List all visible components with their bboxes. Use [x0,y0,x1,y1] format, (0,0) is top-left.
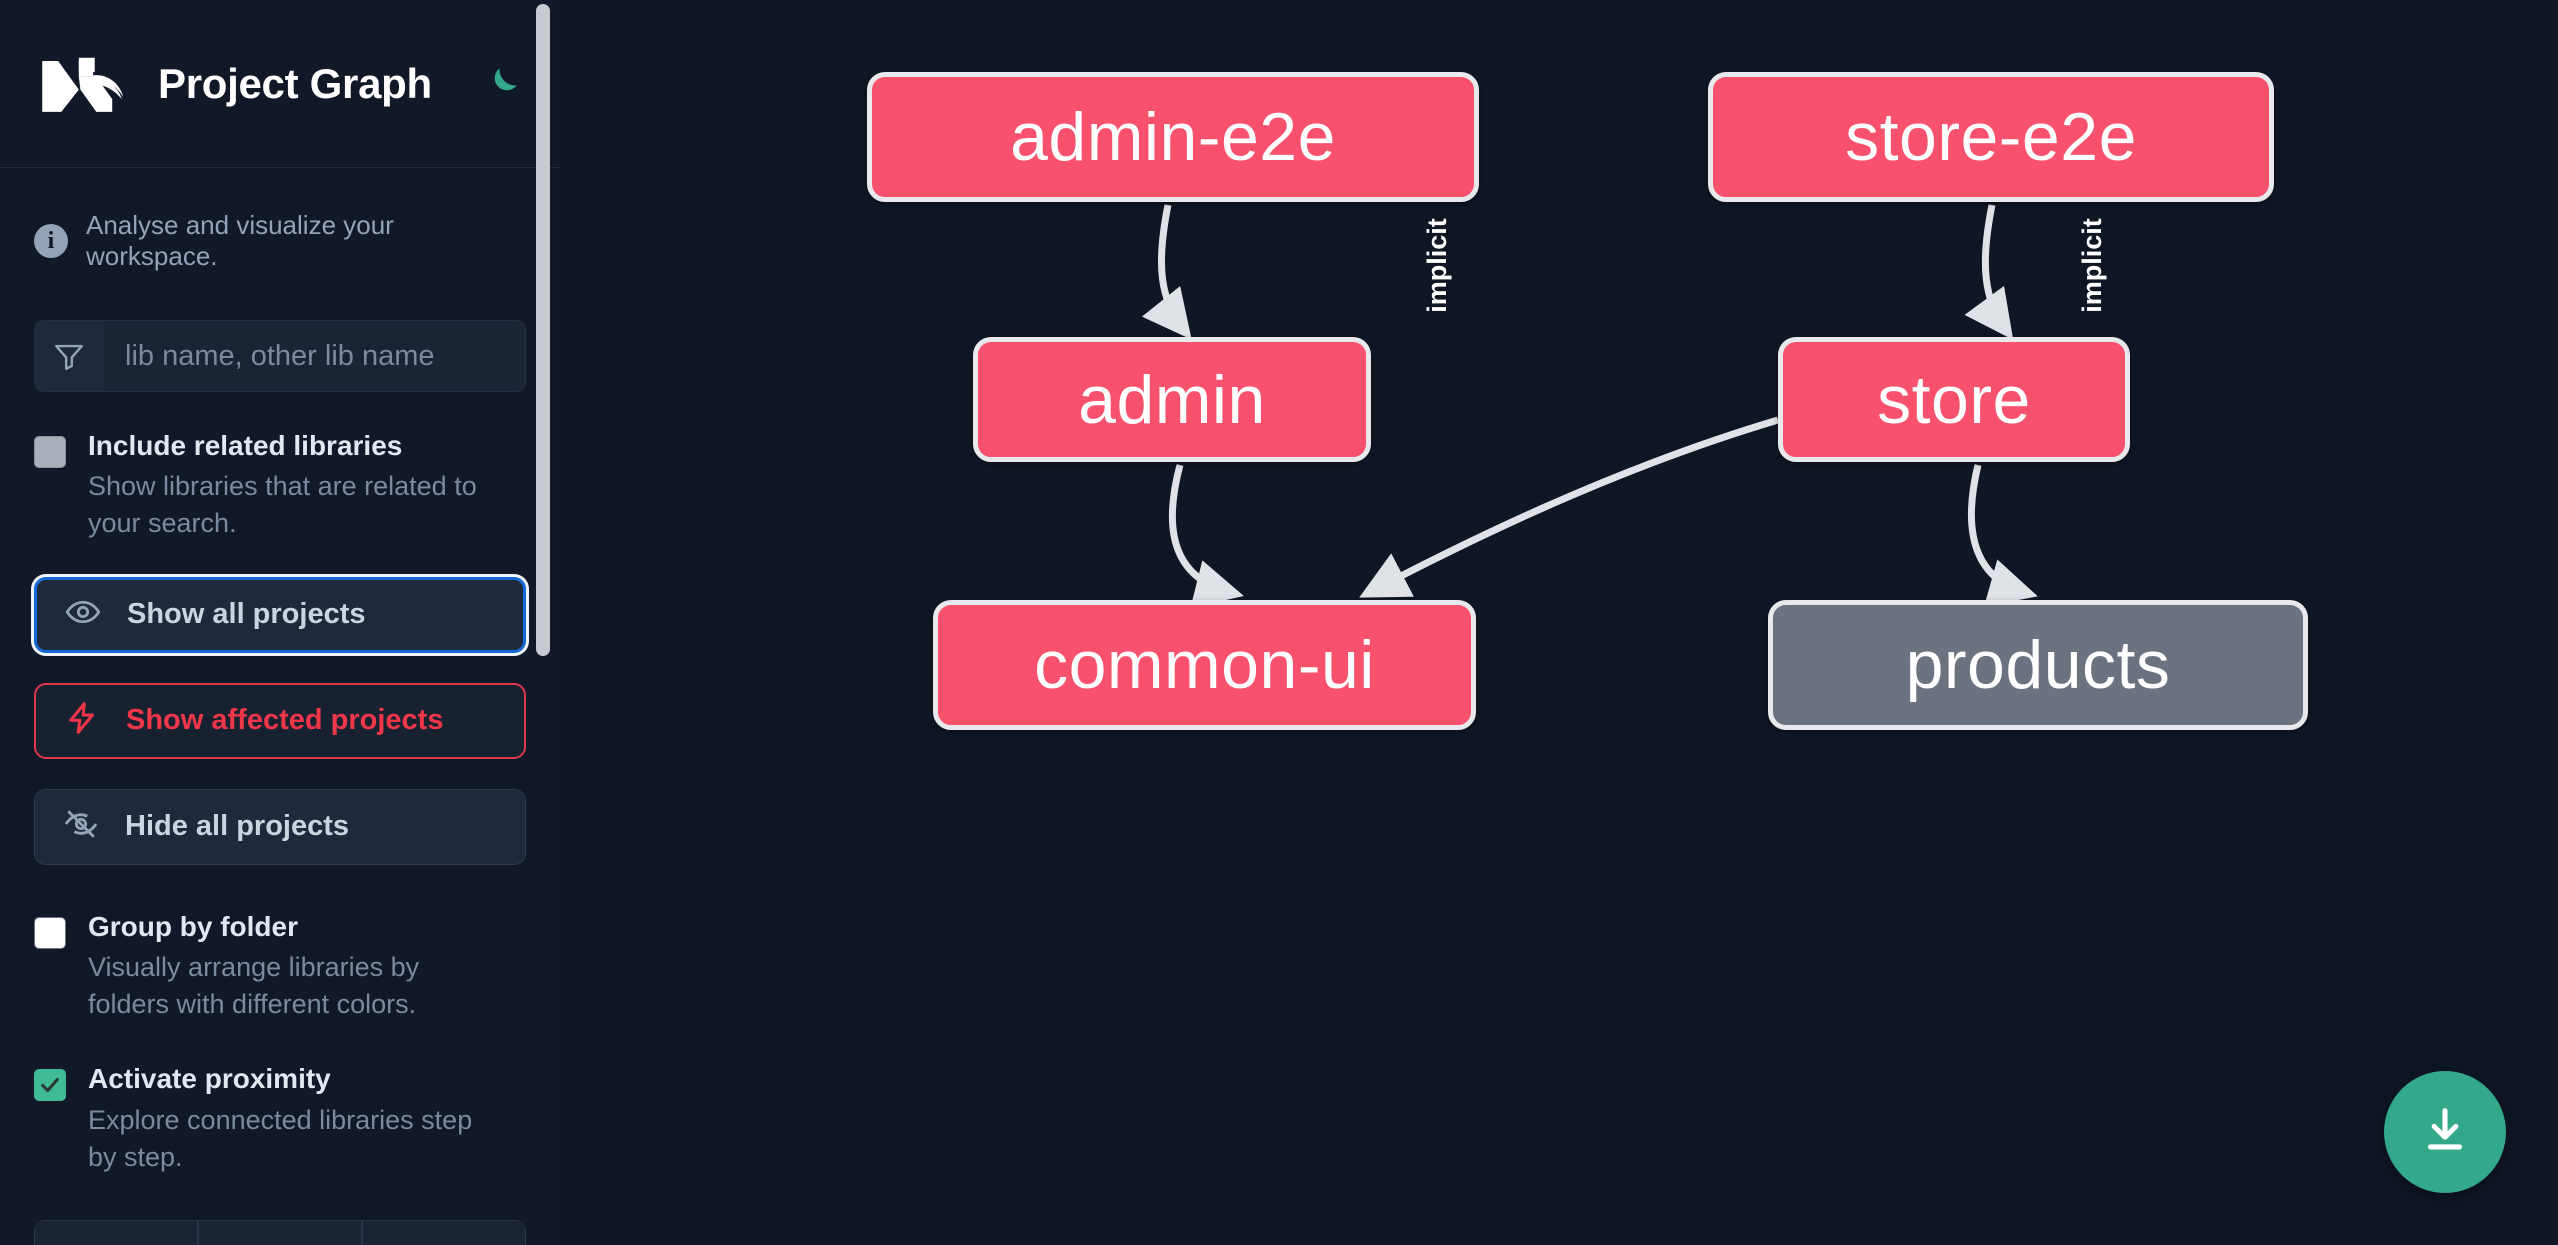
graph-node-store[interactable]: store [1778,337,2130,462]
edge-store-e2e-store [1964,204,2014,340]
sidebar: Project Graph i Analyse and visualize yo… [0,0,560,1245]
option-group-by-folder[interactable]: Group by folder Visually arrange librari… [34,911,526,1024]
tagline-text: Analyse and visualize your workspace. [86,210,394,271]
lightning-icon [64,700,100,741]
graph-canvas[interactable]: implicit implicit admin-e2e store-e2e ad… [560,0,2558,1245]
option-activate-proximity[interactable]: Activate proximity Explore connected lib… [34,1063,526,1176]
edge-store-products [1968,464,2038,607]
include-related-libraries-checkbox[interactable] [34,436,66,468]
show-all-projects-label: Show all projects [127,598,366,631]
nx-logo-icon [34,53,130,115]
moon-icon[interactable] [478,61,524,107]
sidebar-scrollbar[interactable] [536,0,550,1245]
search-input[interactable] [103,321,525,391]
sidebar-header: Project Graph [0,0,560,168]
edge-label-implicit-admin: implicit [1421,218,1452,313]
show-affected-projects-button[interactable]: Show affected projects [34,682,526,759]
sidebar-body: i Analyse and visualize your workspace. … [0,210,560,1245]
graph-node-common-ui[interactable]: common-ui [933,600,1476,730]
graph-node-admin-e2e[interactable]: admin-e2e [867,72,1479,202]
graph-node-admin[interactable]: admin [973,337,1371,462]
info-icon: i [34,224,68,258]
option-label: Include related libraries [88,430,403,461]
hide-all-projects-label: Hide all projects [125,810,350,843]
segment-3[interactable] [362,1220,526,1245]
option-label: Activate proximity [88,1063,331,1095]
edge-admin-e2e-admin [1141,204,1192,340]
tagline: i Analyse and visualize your workspace. [34,210,526,272]
show-all-projects-button[interactable]: Show all projects [31,573,529,656]
segment-1[interactable] [34,1220,198,1245]
download-icon [2416,1101,2474,1164]
activate-proximity-checkbox[interactable] [34,1069,66,1102]
eye-icon [65,594,101,635]
edge-store-common-ui [1359,416,1779,598]
download-image-button[interactable] [2384,1071,2506,1193]
option-include-related-libraries[interactable]: Include related libraries Show libraries… [34,430,526,543]
option-description: Show libraries that are related to your … [88,471,477,539]
edge-admin-common-ui [1168,464,1244,608]
show-affected-projects-label: Show affected projects [126,704,444,737]
option-label: Group by folder [88,910,298,942]
page-title: Project Graph [158,59,432,107]
option-description: Explore connected libraries step by step… [88,1104,473,1172]
search-row [34,320,526,392]
hide-all-projects-button[interactable]: Hide all projects [34,788,526,865]
option-description: Visually arrange libraries by folders wi… [88,951,420,1020]
graph-edges [1141,204,2038,608]
graph-node-store-e2e[interactable]: store-e2e [1708,72,2274,202]
segment-2[interactable] [198,1220,362,1245]
sidebar-scrollbar-thumb[interactable] [536,4,550,656]
group-by-folder-checkbox[interactable] [34,916,66,949]
edge-label-implicit-store: implicit [2076,218,2107,313]
proximity-segmented-control[interactable] [34,1220,526,1245]
eye-off-icon [63,806,99,847]
filter-icon [35,321,103,391]
graph-node-products[interactable]: products [1768,600,2308,730]
